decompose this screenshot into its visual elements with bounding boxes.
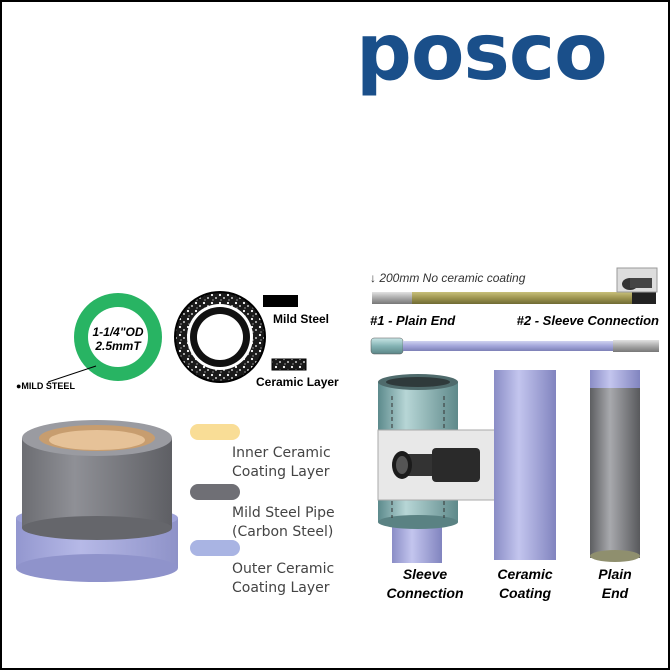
ceramic-layer-swatch (271, 358, 307, 371)
legend-swatch-mild-steel (190, 484, 240, 500)
cross-section-bore (197, 314, 243, 360)
lower-pipe-end (613, 340, 659, 352)
upper-pipe-dark-end (632, 292, 656, 304)
ceramic-coating-pipe (494, 370, 556, 560)
coated-pipe-3d (16, 420, 178, 582)
ring-inner (88, 307, 148, 367)
legend-swatch-inner-ceramic (190, 424, 240, 440)
plain-end-pipe-coated (590, 370, 640, 388)
plain-end-label: #1 - Plain End (370, 313, 456, 328)
legend-label-mild-steel: Mild Steel Pipe(Carbon Steel) (232, 505, 335, 540)
mild-steel-swatch (263, 295, 298, 307)
lower-pipe-body (403, 341, 613, 351)
upper-pipe-coated (412, 292, 632, 304)
ring-size-od: 1-1/4"OD (92, 325, 143, 339)
posco-logo: posco (356, 8, 608, 98)
legend-swatch-outer-ceramic (190, 540, 240, 556)
sleeve-connection-label: #2 - Sleeve Connection (517, 313, 659, 328)
pipe-top-diagram: #1 - Plain End #2 - Sleeve Connection (370, 267, 659, 355)
pipes-bottom-diagram (377, 370, 640, 563)
ring-pointer-line (47, 365, 97, 383)
ceramic-layer-label: Ceramic Layer (256, 375, 339, 389)
mild-steel-label: Mild Steel (273, 312, 329, 326)
no-coating-note: ↓ 200mm No ceramic coating (370, 271, 526, 285)
ring-diagram: 1-1/4"OD 2.5mmT ●MILD STEEL (16, 293, 162, 391)
ring-size-thickness: 2.5mmT (94, 339, 142, 353)
plain-end-pipe-steel (590, 388, 640, 558)
lower-pipe-sleeve (370, 337, 404, 355)
ring-pointer-label: ●MILD STEEL (16, 381, 75, 391)
cross-section-diagram: Mild Steel Ceramic Layer (174, 291, 339, 389)
upper-pipe-steel-end (372, 292, 412, 304)
